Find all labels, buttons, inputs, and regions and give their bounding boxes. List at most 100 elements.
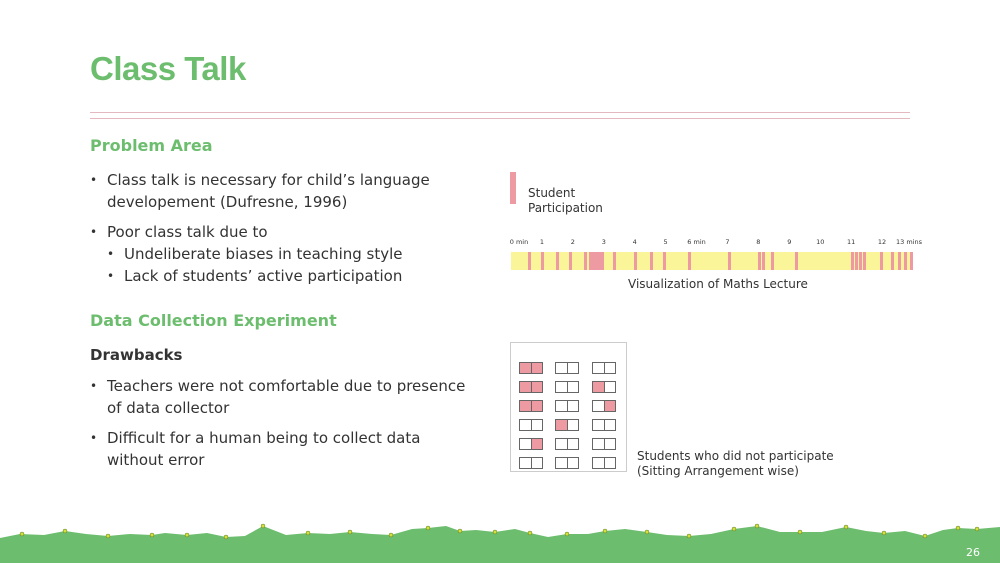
non-participant-seat [520,382,531,392]
problem-area-heading: Problem Area [90,136,213,155]
non-participant-seat [520,363,531,373]
grass-dot [223,534,229,540]
seating-caption-line2: (Sitting Arrangement wise) [637,464,799,478]
list-item: Teachers were not comfortable due to pre… [90,375,470,419]
participation-mark [598,252,602,270]
slide-title: Class Talk [90,50,246,87]
list-item: Class talk is necessary for child’s lang… [90,169,470,213]
seat-desk [592,400,616,412]
list-item: Lack of students’ active participation [90,265,470,287]
grass-dots [19,523,980,540]
participation-mark [862,252,866,270]
participation-mark [728,252,732,270]
grass-dot [974,526,980,532]
timeline-tick-label: 5 [663,238,668,246]
seat-desk [519,438,543,450]
participation-mark [904,252,908,270]
grass-dot [881,530,887,536]
participation-mark [762,252,766,270]
participation-mark [663,252,667,270]
problem-area-list: Class talk is necessary for child’s lang… [90,169,470,287]
data-collection-heading: Data Collection Experiment [90,311,337,330]
grass-dot [731,526,737,532]
timeline-tick-label: 3 [601,238,606,246]
grass-dot [305,530,311,536]
seat-desk [519,400,543,412]
grass-dot [149,532,155,538]
timeline-tick-label: 12 [877,238,887,246]
seat-desk [555,457,579,469]
page-number: 26 [966,546,980,559]
participation-mark [569,252,573,270]
grass-dot [686,533,692,539]
participation-mark [592,252,596,270]
non-participant-seat [556,420,567,430]
grass-dot [797,529,803,535]
grass-dot [347,529,353,535]
participation-mark [771,252,775,270]
seat-desk [555,400,579,412]
timeline-caption: Visualization of Maths Lecture [628,277,808,291]
grass-dot [644,529,650,535]
participation-mark [555,252,559,270]
seat-desk [555,381,579,393]
participation-legend-swatch [510,172,516,204]
participation-mark [528,252,531,270]
participation-mark [583,252,587,270]
seat-desk [555,438,579,450]
seat-desk [592,457,616,469]
participation-mark [757,252,761,270]
participation-mark [541,252,545,270]
seat-desk [519,362,543,374]
grass-shape [0,526,1000,563]
non-participant-seat [531,439,542,449]
non-participant-seat [520,401,531,411]
participation-mark [794,252,798,270]
grass-dot [62,528,68,534]
grass-dot [754,523,760,529]
grass-dot [564,531,570,537]
participation-mark [649,252,653,270]
non-participant-seat [531,382,542,392]
timeline-tick-label: 1 [539,238,544,246]
grass-ground [0,523,1000,563]
seat-desk [519,457,543,469]
participation-mark [898,252,902,270]
seat-desk [592,381,616,393]
participation-legend-label: Student Participation [528,186,603,215]
seating-caption: Students who did not participate (Sittin… [637,449,834,479]
timeline-tick-label: 8 [756,238,761,246]
grass-dot [425,525,431,531]
timeline-tick-label: 11 [847,238,856,246]
grass-dot [843,524,849,530]
participation-mark [854,252,858,270]
participation-mark [879,252,883,270]
participation-mark [687,252,691,270]
timeline-tick-label: 0 min [509,238,529,246]
non-participant-seat [531,363,542,373]
seat-desk [592,419,616,431]
participation-mark [601,252,605,270]
timeline-tick-label: 10 [816,238,825,246]
timeline-tick-label: 6 min [687,238,706,246]
grass-dot [492,529,498,535]
seating-arrangement [510,342,627,472]
title-divider [90,112,910,119]
drawbacks-list: Teachers were not comfortable due to pre… [90,375,470,479]
non-participant-seat [531,401,542,411]
participation-mark [858,252,862,270]
grass-dot [922,533,928,539]
timeline-tick-label: 9 [787,238,792,246]
seat-desk [555,362,579,374]
seating-caption-line1: Students who did not participate [637,449,834,463]
non-participant-seat [604,401,615,411]
drawbacks-heading: Drawbacks [90,346,183,364]
grass-dot [457,528,463,534]
grass-dot [955,525,961,531]
seat-desk [592,362,616,374]
list-item: Difficult for a human being to collect d… [90,427,470,471]
participation-mark [595,252,599,270]
timeline-tick-label: 2 [570,238,575,246]
participation-mark [909,252,913,270]
seat-desk [555,419,579,431]
